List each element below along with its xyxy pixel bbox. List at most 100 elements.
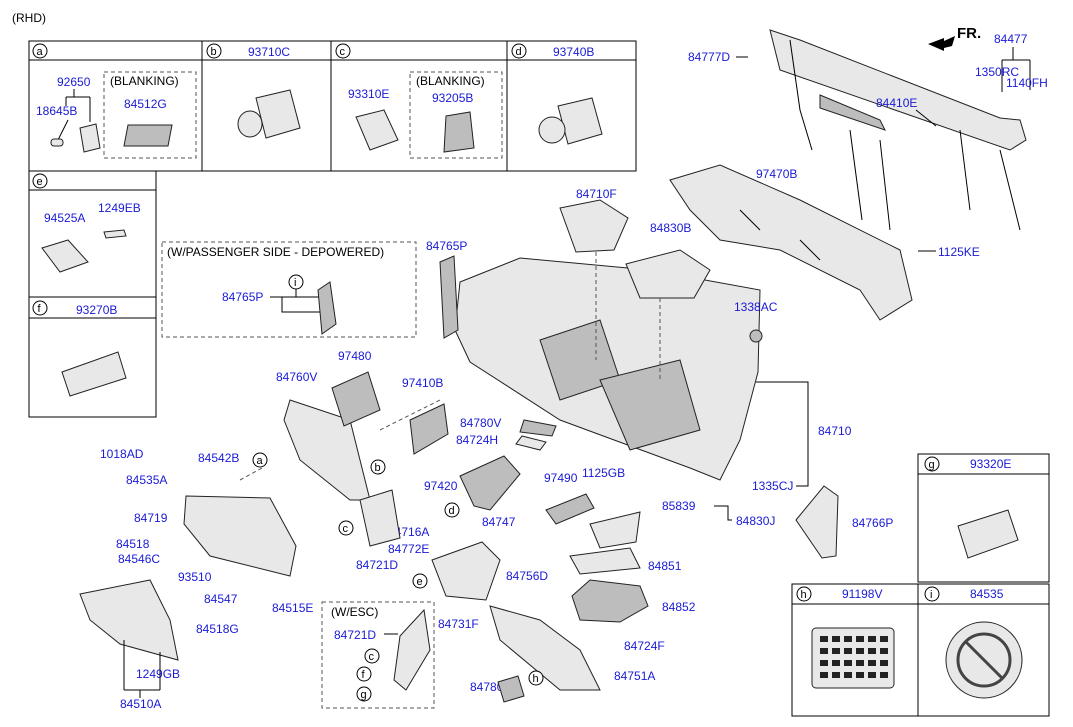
part-84477[interactable]: 84477 — [994, 32, 1028, 46]
part-84777D[interactable]: 84777D — [688, 50, 730, 64]
part-84731F[interactable]: 84731F — [438, 617, 479, 631]
panel-f: f 93270B — [28, 296, 157, 418]
sensor-body-icon — [41, 239, 89, 273]
esc-callout-c: c — [369, 651, 375, 663]
callout-h: h — [533, 673, 539, 685]
part-1125GB[interactable]: 1125GB — [582, 466, 625, 480]
part-84780[interactable]: 84780 — [470, 680, 504, 694]
part-1249GB[interactable]: 1249GB — [136, 667, 180, 681]
part-84756D[interactable]: 84756D — [506, 569, 548, 583]
esc-trim-icon — [393, 608, 431, 691]
upper-cover-84830B-icon — [625, 249, 711, 299]
part-93740B[interactable]: 93740B — [553, 45, 594, 59]
part-93205B[interactable]: 93205B — [432, 91, 473, 105]
part-84852[interactable]: 84852 — [662, 600, 696, 614]
part-97470B[interactable]: 97470B — [756, 167, 797, 181]
screw-icon — [103, 229, 127, 239]
part-1350RC[interactable]: 1350RC — [975, 65, 1019, 79]
part-84830J[interactable]: 84830J — [736, 514, 775, 528]
panel-i-letter: i — [930, 589, 932, 601]
part-84772E[interactable]: 84772E — [388, 542, 429, 556]
switch-body-icon — [255, 89, 301, 139]
top-panels-box — [28, 40, 637, 172]
part-84766P[interactable]: 84766P — [852, 516, 893, 530]
panel-b-letter: b — [211, 46, 217, 58]
side-bracket-icon — [439, 255, 459, 339]
part-84719[interactable]: 84719 — [134, 511, 168, 525]
variant-label: (RHD) — [12, 11, 46, 25]
panel-c-letter: c — [340, 46, 346, 58]
part-84830B[interactable]: 84830B — [650, 221, 691, 235]
part-1140FH[interactable]: 1140FH — [1006, 76, 1048, 90]
part-84721D[interactable]: 84721D — [356, 558, 398, 572]
part-84765P[interactable]: 84765P — [426, 239, 467, 253]
part-1249EB[interactable]: 1249EB — [98, 201, 141, 215]
part-91198V[interactable]: 91198V — [842, 587, 882, 601]
part-1335CJ[interactable]: 1335CJ — [752, 479, 793, 493]
switch-g-icon — [957, 509, 1019, 559]
part-84535[interactable]: 84535 — [970, 587, 1004, 601]
lamp-socket-icon — [79, 123, 101, 153]
trim-84780V-icon — [519, 419, 557, 437]
part-84518G[interactable]: 84518G — [196, 622, 239, 636]
part-97480[interactable]: 97480 — [338, 349, 372, 363]
part-84747[interactable]: 84747 — [482, 515, 516, 529]
part-84535A[interactable]: 84535A — [126, 473, 167, 487]
panel-c-blanking-label: (BLANKING) — [416, 74, 485, 88]
part-1018AD[interactable]: 1018AD — [100, 447, 144, 461]
blanking-cap-icon — [123, 124, 173, 147]
panel-g-letter: g — [929, 459, 935, 471]
part-84512G[interactable]: 84512G — [124, 97, 167, 111]
part-84515E[interactable]: 84515E — [272, 601, 313, 615]
part-84710[interactable]: 84710 — [818, 424, 852, 438]
vent-97420-icon — [459, 455, 521, 511]
bottom-right-panels — [791, 583, 1050, 717]
part-84765P-depowered[interactable]: 84765P — [222, 290, 263, 304]
part-84546C[interactable]: 84546C — [118, 552, 160, 566]
switch-d-knob-icon — [538, 116, 566, 144]
part-84710F[interactable]: 84710F — [576, 187, 617, 201]
passenger-group-title: (W/PASSENGER SIDE - DEPOWERED) — [167, 245, 384, 259]
vent-97480-icon — [331, 371, 381, 427]
part-84547[interactable]: 84547 — [204, 592, 238, 606]
passenger-callout-i: i — [294, 277, 296, 289]
front-arrow-icon — [928, 36, 955, 51]
part-93510[interactable]: 93510 — [178, 570, 212, 584]
glovebox-housing — [183, 495, 297, 577]
part-84724H[interactable]: 84724H — [456, 433, 498, 447]
part-93270B[interactable]: 93270B — [76, 303, 117, 317]
part-94525A[interactable]: 94525A — [44, 211, 85, 225]
part-92650[interactable]: 92650 — [57, 75, 91, 89]
part-18645B[interactable]: 18645B — [36, 104, 77, 118]
esc-group-title: (W/ESC) — [331, 605, 378, 619]
part-84518[interactable]: 84518 — [116, 537, 150, 551]
panel-c: c 93310E (BLANKING) 93205B — [335, 43, 503, 159]
part-84542B[interactable]: 84542B — [198, 451, 239, 465]
part-84760V[interactable]: 84760V — [276, 370, 317, 384]
part-84721D-esc[interactable]: 84721D — [334, 628, 376, 642]
part-97490[interactable]: 97490 — [544, 471, 578, 485]
trim-84724H-icon — [515, 435, 547, 451]
part-1338AC[interactable]: 1338AC — [734, 300, 778, 314]
panel-e: e 94525A 1249EB — [28, 170, 157, 298]
part-93310E[interactable]: 93310E — [348, 87, 389, 101]
part-93710C[interactable]: 93710C — [248, 45, 290, 59]
glovebox-lid — [79, 579, 179, 661]
part-85839[interactable]: 85839 — [662, 499, 696, 513]
part-97410B[interactable]: 97410B — [402, 376, 443, 390]
vent-97490-icon — [545, 493, 595, 525]
panel-f-letter: f — [38, 303, 42, 315]
part-1125KE[interactable]: 1125KE — [938, 245, 980, 259]
part-84510A[interactable]: 84510A — [120, 697, 161, 711]
panel-h-letter: h — [801, 589, 807, 601]
part-97420[interactable]: 97420 — [424, 479, 458, 493]
part-84751A[interactable]: 84751A — [614, 669, 655, 683]
blanking-switch-icon — [443, 111, 475, 153]
part-93320E[interactable]: 93320E — [970, 457, 1011, 471]
part-84410E[interactable]: 84410E — [876, 96, 917, 110]
panel-a: a 92650 18645B (BLANKING) 84512G — [32, 43, 197, 159]
part-84851[interactable]: 84851 — [648, 559, 682, 573]
part-84724F[interactable]: 84724F — [624, 639, 665, 653]
part-84780V[interactable]: 84780V — [460, 416, 501, 430]
